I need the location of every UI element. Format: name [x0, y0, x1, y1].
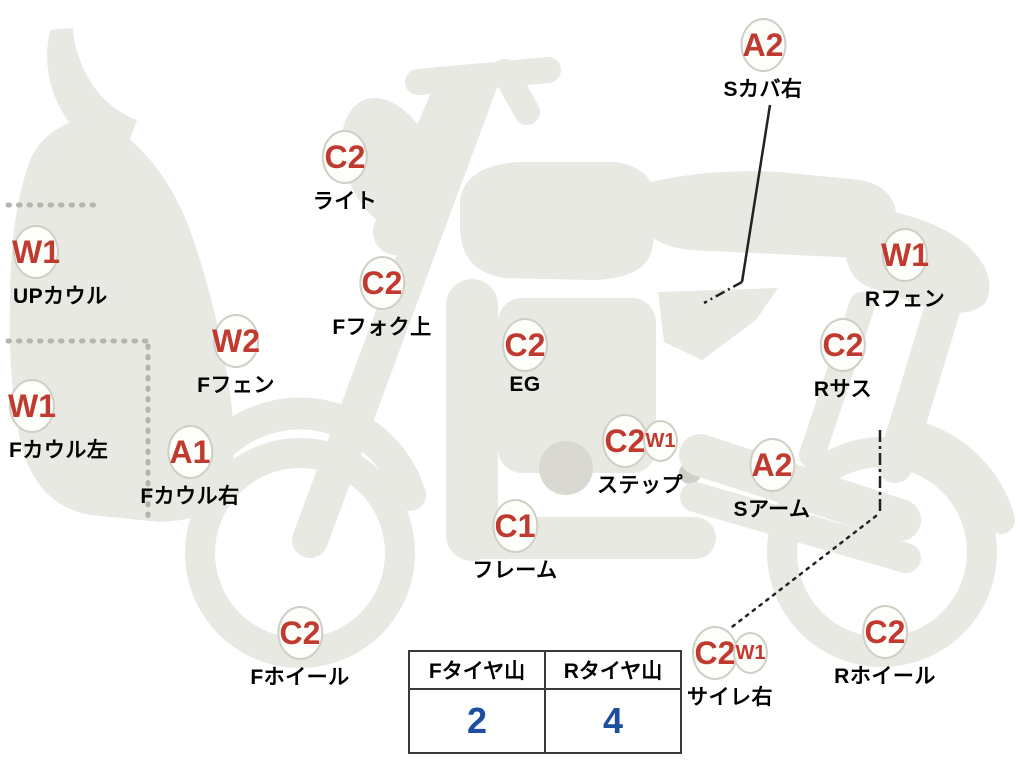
marker-step: C2 W1 ステップ [597, 414, 683, 499]
marker-code-badge: C2 [276, 606, 323, 660]
marker-f-wheel: C2 Fホイール [250, 606, 349, 691]
marker-caption: Fホイール [250, 666, 350, 689]
marker-subcode-badge: W1 [643, 420, 678, 462]
marker-caption: Sカバ右 [723, 78, 803, 101]
scover-leader-line [740, 104, 772, 283]
marker-r-fender: W1 Rフェン [865, 228, 945, 313]
marker-subcode-badge: W1 [733, 632, 768, 674]
tire-rear-tread-value: 4 [544, 688, 682, 754]
marker-f-cowl-right: A1 Fカウル右 [140, 425, 239, 510]
marker-code-badge: W2 [212, 314, 260, 368]
marker-code-badge: A2 [739, 18, 786, 72]
marker-code-badge: W1 [881, 228, 929, 282]
marker-scover-right: A2 Sカバ右 [723, 18, 802, 103]
rear-frame-stay [877, 282, 963, 483]
marker-code-badge: C2 [861, 605, 908, 659]
handle-riser [492, 59, 540, 125]
marker-code-badge: W1 [8, 379, 56, 433]
marker-code-badge: C2 [602, 414, 648, 468]
handlebar [405, 57, 561, 95]
marker-caption: Fカウル左 [9, 439, 109, 462]
marker-r-wheel: C2 Rホイール [834, 605, 936, 690]
marker-r-sus: C2 Rサス [814, 318, 872, 403]
marker-engine: C2 EG [502, 318, 548, 397]
fuel-tank [460, 162, 659, 280]
marker-frame: C1 フレーム [472, 499, 557, 584]
marker-caption: Fフェン [197, 374, 275, 397]
marker-caption: フレーム [472, 559, 558, 582]
marker-muffler-right: C2 W1 サイレ右 [687, 626, 773, 711]
marker-code-badge: C2 [322, 130, 368, 184]
marker-code-badge: C2 [358, 256, 405, 310]
marker-code-badge: A1 [166, 425, 213, 479]
marker-code-badge: C1 [492, 499, 538, 553]
marker-f-fork-upper: C2 Fフォク上 [332, 256, 431, 341]
tire-tread-table: Fタイヤ山 Rタイヤ山 2 4 [408, 650, 682, 754]
marker-code-badge: C2 [502, 318, 548, 372]
marker-caption: ライト [312, 190, 378, 213]
side-cover [658, 288, 778, 360]
marker-code-badge: A2 [749, 438, 795, 492]
marker-code-badge: C2 [692, 626, 738, 680]
marker-s-arm: A2 Sアーム [733, 438, 810, 523]
swing-arm [679, 434, 921, 541]
seat [638, 171, 898, 258]
marker-caption: Rサス [813, 378, 873, 401]
marker-up-cowl: W1 UPカウル [12, 225, 108, 310]
tire-table-header-front: Fタイヤ山 [408, 650, 546, 690]
muffler-dotted-line [726, 514, 878, 632]
headlight [341, 98, 439, 232]
tire-table-header-rear: Rタイヤ山 [544, 650, 682, 690]
marker-caption: サイレ右 [687, 686, 773, 709]
muffler [680, 482, 921, 573]
marker-code-badge: W1 [12, 225, 60, 279]
marker-f-fender: W2 Fフェン [197, 314, 275, 399]
marker-code-badge: C2 [820, 318, 866, 372]
marker-caption: Rホイール [834, 665, 936, 688]
marker-caption: UPカウル [13, 285, 108, 308]
marker-caption: Sアーム [733, 498, 811, 521]
marker-light: C2 ライト [313, 130, 378, 215]
marker-f-cowl-left: W1 Fカウル左 [8, 379, 109, 464]
marker-caption: Fカウル右 [140, 485, 240, 508]
marker-caption: Rフェン [864, 288, 946, 311]
scover-leader-dashdot [703, 280, 743, 305]
tire-front-tread-value: 2 [408, 688, 546, 754]
engine-case [539, 441, 593, 495]
marker-caption: EG [509, 373, 541, 396]
front-cowl [9, 115, 235, 522]
marker-caption: ステップ [597, 474, 683, 497]
marker-caption: Fフォク上 [332, 316, 432, 339]
